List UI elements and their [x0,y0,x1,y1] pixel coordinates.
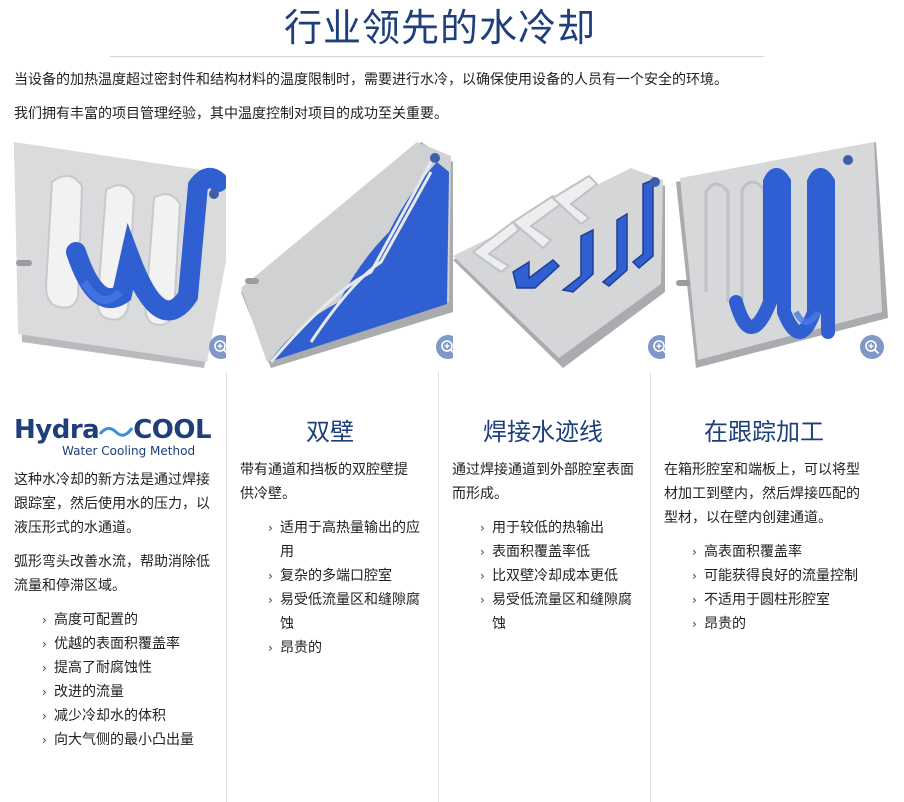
column-title: 双壁 [306,418,354,446]
list-item: ›向大气侧的最小凸出量 [42,728,214,752]
page-title: 行业领先的水冷却 [283,6,596,50]
chevron-right-icon: › [42,613,47,627]
column-description: 在箱形腔室和端板上，可以将型材加工到壁内，然后焊接匹配的型材，以在壁内创建通道。 [664,462,860,526]
list-item: ›昂贵的 [268,636,420,660]
column-description: 带有通道和挡板的双腔壁提供冷壁。 [240,462,408,502]
column-title: 焊接水迹线 [483,418,603,446]
column-divider [650,372,651,802]
list-item: ›提高了耐腐蚀性 [42,656,214,680]
list-item: ›昂贵的 [692,612,864,636]
chevron-right-icon: › [692,545,697,559]
intro-text-2: 我们拥有丰富的项目管理经验，其中温度控制对项目的成功至关重要。 [14,106,448,122]
intro-text-1: 当设备的加热温度超过密封件和结构材料的温度限制时，需要进行水冷，以确保使用设备的… [14,72,728,88]
list-item: ›可能获得良好的流量控制 [692,564,864,588]
list-item: ›改进的流量 [42,680,214,704]
welded-trace-plate-illustration [453,168,665,368]
hydracool-feature-list: ›高度可配置的 ›优越的表面积覆盖率 ›提高了耐腐蚀性 ›改进的流量 ›减少冷却… [14,608,214,752]
feature-list: ›高表面积覆盖率 ›可能获得良好的流量控制 ›不适用于圆柱形腔室 ›昂贵的 [664,540,864,636]
chevron-right-icon: › [480,521,485,535]
list-item: ›易受低流量区和缝隙腐蚀 [268,588,420,636]
hydracool-description-2: 弧形弯头改善水流，帮助消除低流量和停滞区域。 [14,554,210,594]
column-divider [438,372,439,802]
list-item: ›适用于高热量输出的应用 [268,516,420,564]
title-rule [110,56,764,57]
list-item: ›用于较低的热输出 [480,516,634,540]
feature-list: ›用于较低的热输出 ›表面积覆盖率低 ›比双壁冷却成本更低 ›易受低流量区和缝隙… [452,516,634,636]
chevron-right-icon: › [42,661,47,675]
list-item: ›表面积覆盖率低 [480,540,634,564]
chevron-right-icon: › [480,593,485,607]
list-item: ›复杂的多端口腔室 [268,564,420,588]
column-double-wall: 双壁 带有通道和挡板的双腔壁提供冷壁。 ›适用于高热量输出的应用 ›复杂的多端口… [240,372,420,660]
chevron-right-icon: › [692,593,697,607]
chevron-right-icon: › [268,593,273,607]
product-image-double-wall[interactable] [241,142,453,368]
list-item: ›不适用于圆柱形腔室 [692,588,864,612]
zoom-in-icon[interactable] [648,335,665,359]
zoom-in-icon[interactable] [436,335,453,359]
column-description: 通过焊接通道到外部腔室表面而形成。 [452,462,634,502]
chevron-right-icon: › [42,709,47,723]
zoom-in-icon[interactable] [209,335,226,359]
list-item: ›减少冷却水的体积 [42,704,214,728]
chevron-right-icon: › [42,637,47,651]
hydracool-description: 这种水冷却的新方法是通过焊接跟踪室，然后使用水的压力，以液压形式的水通道。 [14,472,210,536]
chevron-right-icon: › [480,545,485,559]
list-item: ›高表面积覆盖率 [692,540,864,564]
product-image-welded-trace[interactable] [453,142,665,368]
feature-list: ›适用于高热量输出的应用 ›复杂的多端口腔室 ›易受低流量区和缝隙腐蚀 ›昂贵的 [240,516,420,660]
column-title: 在跟踪加工 [704,418,824,446]
column-machined-track: 在跟踪加工 在箱形腔室和端板上，可以将型材加工到壁内，然后焊接匹配的型材，以在壁… [664,372,864,636]
chevron-right-icon: › [692,617,697,631]
chevron-right-icon: › [42,733,47,747]
chevron-right-icon: › [268,521,273,535]
machined-track-plate-illustration [676,142,888,368]
column-welded-trace: 焊接水迹线 通过焊接通道到外部腔室表面而形成。 ›用于较低的热输出 ›表面积覆盖… [452,372,634,636]
list-item: ›比双壁冷却成本更低 [480,564,634,588]
hydracool-plate-illustration [14,142,226,368]
product-image-machined-track[interactable] [676,142,888,368]
chevron-right-icon: › [268,569,273,583]
list-item: ›高度可配置的 [42,608,214,632]
chevron-right-icon: › [268,641,273,655]
column-divider [226,372,227,802]
list-item: ›优越的表面积覆盖率 [42,632,214,656]
chevron-right-icon: › [692,569,697,583]
chevron-right-icon: › [42,685,47,699]
product-image-hydracool[interactable] [14,142,226,368]
chevron-right-icon: › [480,569,485,583]
zoom-in-icon[interactable] [860,335,884,359]
double-wall-plate-illustration [241,142,453,368]
list-item: ›易受低流量区和缝隙腐蚀 [480,588,634,636]
